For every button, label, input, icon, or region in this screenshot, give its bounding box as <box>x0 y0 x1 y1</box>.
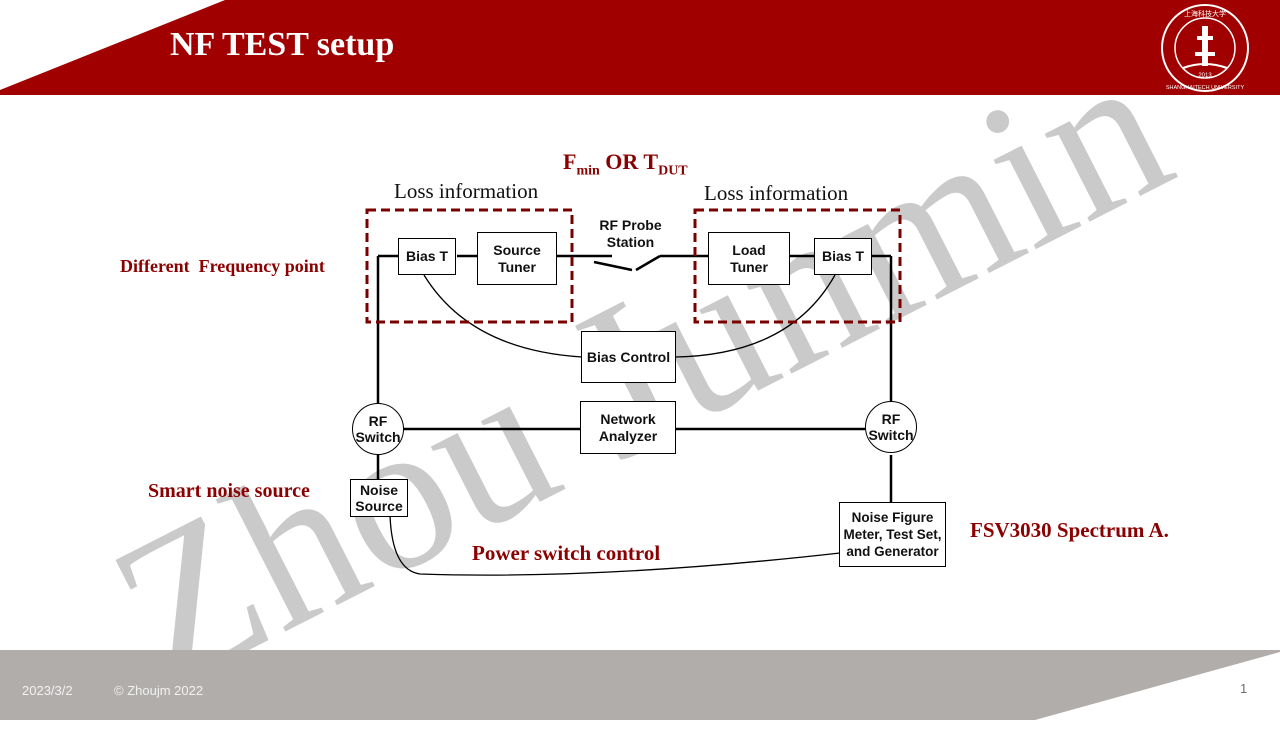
header-corner <box>0 0 225 90</box>
noise-source-box: Noise Source <box>350 479 408 517</box>
rf-switch-left-label-1: RF <box>368 413 388 429</box>
source-tuner-box: Source Tuner <box>477 232 557 285</box>
rf-probe-station-label: RF Probe Station <box>588 217 673 251</box>
logo-text: SHANGHAITECH UNIVERSITY <box>1166 85 1245 91</box>
network-analyzer-box: Network Analyzer <box>580 401 676 454</box>
fsv-label: FSV3030 Spectrum A. <box>970 518 1169 542</box>
rf-switch-right-label-1: RF <box>881 411 901 427</box>
bias-control-label: Bias Control <box>586 348 671 365</box>
fmin-sub: min <box>576 163 600 179</box>
probe-label-1: RF Probe <box>599 217 662 233</box>
loss-info-left: Loss information <box>394 179 539 203</box>
source-tuner-label-2: Tuner <box>498 258 536 275</box>
load-tuner-label-1: Load <box>732 241 766 258</box>
noise-source-label-2: Source <box>355 498 403 514</box>
footer-bar <box>0 650 1280 720</box>
rf-switch-left: RF Switch <box>352 403 404 455</box>
network-analyzer-label-2: Analyzer <box>598 427 658 444</box>
tdut-sub: DUT <box>658 163 688 179</box>
university-logo: 2013 上海科技大学 SHANGHAITECH UNIVERSITY <box>1157 2 1251 94</box>
footer-date: 2023/3/2 <box>22 683 73 698</box>
loss-info-right: Loss information <box>704 181 849 205</box>
footer-copyright: © Zhoujm 2022 <box>114 683 204 698</box>
bias-t-right-box: Bias T <box>814 238 872 275</box>
source-tuner-label-1: Source <box>493 241 541 258</box>
or-text: OR T <box>599 149 659 174</box>
bias-control-box: Bias Control <box>581 331 676 383</box>
probe-label-2: Station <box>606 234 655 250</box>
title-bar <box>0 0 1280 95</box>
nfm-label-1: Noise Figure <box>851 510 934 525</box>
load-tuner-label-2: Tuner <box>730 258 768 275</box>
nfm-label-3: and Generator <box>846 544 939 559</box>
nfm-label-2: Meter, Test Set, <box>843 527 942 542</box>
rf-switch-left-label-2: Switch <box>355 429 401 445</box>
page-number: 1 <box>1240 681 1248 696</box>
noise-source-label-1: Noise <box>359 482 399 498</box>
smart-noise-source-label: Smart noise source <box>148 480 310 502</box>
logo-year: 2013 <box>1198 73 1212 79</box>
network-analyzer-label-1: Network <box>600 410 656 427</box>
logo-chinese: 上海科技大学 <box>1184 9 1226 18</box>
noise-figure-meter-box: Noise Figure Meter, Test Set, and Genera… <box>839 502 946 567</box>
slide-title: NF TEST setup <box>170 26 395 63</box>
fmin-main: F <box>563 149 577 174</box>
bias-t-left-label: Bias T <box>405 248 448 264</box>
bias-t-right-label: Bias T <box>821 248 864 264</box>
nf-setup-diagram <box>365 208 902 576</box>
rf-switch-right: RF Switch <box>865 401 917 453</box>
load-tuner-box: Load Tuner <box>708 232 790 285</box>
frequency-point-label: Different Frequency point <box>120 256 325 276</box>
power-switch-label: Power switch control <box>472 541 661 565</box>
bias-t-left-box: Bias T <box>398 238 456 275</box>
rf-switch-right-label-2: Switch <box>868 427 914 443</box>
fmin-tdut-label: Fmin OR TDUT <box>563 149 688 179</box>
